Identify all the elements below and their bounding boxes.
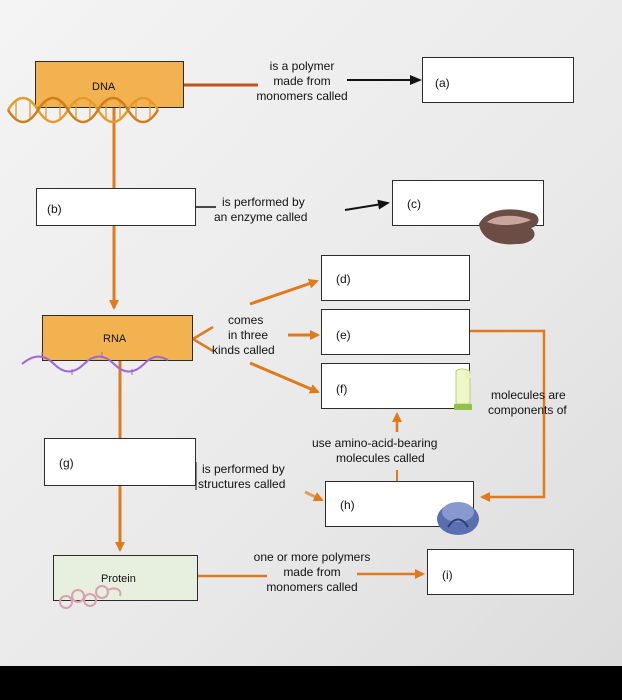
b-to-c-connector — [196, 199, 390, 211]
structures-line-2: structures called — [198, 477, 286, 491]
rna-label: RNA — [103, 333, 127, 345]
connector-layer — [109, 75, 546, 579]
rna-node: RNA — [42, 315, 193, 361]
amino-acid-phrase: use amino-acid-bearing molecules called — [312, 436, 437, 466]
dna-polymer-line-1: is a polymer — [269, 59, 335, 73]
concept-map-sheet: DNA (a) (b) (c) (d) RNA (e) (f) (g) (h) … — [0, 0, 622, 666]
g-to-h-connector — [195, 462, 324, 502]
components-phrase: molecules are components of — [488, 388, 567, 418]
answer-label-g: (g) — [59, 456, 74, 470]
answer-label-h: (h) — [340, 498, 355, 512]
dna-label: DNA — [92, 81, 116, 93]
answer-box-i[interactable]: (i) — [427, 549, 574, 595]
answer-label-i: (i) — [442, 568, 453, 582]
amino-acid-line-1: use amino-acid-bearing — [312, 436, 438, 450]
dna-to-a-connector — [184, 75, 422, 87]
trna-icon — [454, 368, 472, 410]
dna-polymer-line-3: monomers called — [256, 89, 348, 103]
rna-strand-icon — [21, 352, 169, 375]
protein-polymers-line-3: monomers called — [266, 580, 358, 594]
e-to-h-loop — [470, 329, 546, 502]
protein-polymers-phrase: one or more polymers made from monomers … — [232, 550, 392, 595]
three-kinds-line-2: in three — [228, 328, 269, 342]
protein-polymers-line-2: made from — [283, 565, 341, 579]
three-kinds-line-3: kinds called — [212, 343, 275, 357]
protein-node: Protein — [53, 555, 198, 601]
structures-phrase: is performed by structures called — [198, 462, 285, 492]
three-kinds-phrase: comes in three kinds called — [212, 313, 275, 358]
dna-polymer-phrase: is a polymer made from monomers called — [236, 59, 368, 104]
enzyme-phrase: is performed by an enzyme called — [214, 195, 307, 225]
answer-box-a[interactable]: (a) — [422, 57, 574, 103]
answer-box-g[interactable]: (g) — [44, 438, 196, 486]
structures-line-1: is performed by — [202, 462, 285, 476]
components-line-1: molecules are — [491, 388, 566, 402]
dna-helix-icon — [6, 96, 160, 124]
answer-label-d: (d) — [336, 272, 351, 286]
protein-label: Protein — [101, 573, 136, 585]
answer-label-a: (a) — [435, 76, 450, 90]
answer-label-c: (c) — [407, 197, 421, 211]
enzyme-icon — [479, 209, 539, 245]
components-line-2: components of — [488, 403, 567, 417]
three-kinds-line-1: comes — [228, 313, 264, 327]
ribosome-icon — [437, 502, 479, 535]
enzyme-line-1: is performed by — [222, 195, 305, 209]
rna-branch-connectors — [192, 278, 320, 394]
protein-polymers-line-1: one or more polymers — [253, 550, 371, 564]
answer-box-f[interactable]: (f) — [321, 363, 470, 409]
answer-box-b[interactable]: (b) — [36, 188, 196, 226]
answer-label-e: (e) — [336, 328, 351, 342]
answer-label-f: (f) — [336, 382, 348, 396]
answer-box-e[interactable]: (e) — [321, 309, 470, 355]
protein-chain-icon — [59, 585, 122, 609]
dna-polymer-line-2: made from — [273, 74, 331, 88]
amino-acid-line-2: molecules called — [336, 451, 425, 465]
enzyme-line-2: an enzyme called — [214, 210, 308, 224]
protein-to-i-connector — [197, 569, 425, 579]
answer-label-b: (b) — [47, 202, 62, 216]
answer-box-d[interactable]: (d) — [321, 255, 470, 301]
